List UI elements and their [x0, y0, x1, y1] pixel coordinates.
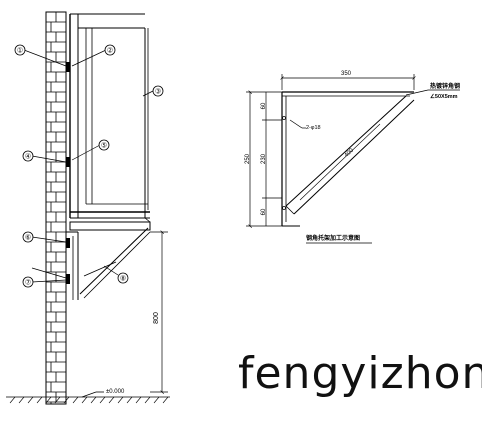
callout-labels: ① ② ③ ④ ⑤ ⑥ ⑦ ⑧ [17, 47, 161, 287]
callout-label: ⑧ [120, 275, 126, 283]
steel-size-label: ∠50X5mm [430, 93, 458, 100]
callout-markers [14, 44, 164, 288]
ground-hatch [9, 396, 169, 404]
callout-label: ⑦ [25, 279, 31, 287]
watermark-text: fengyizhon [238, 348, 482, 399]
callout-circle [22, 150, 34, 162]
height-dimension-label: 800 [153, 312, 160, 324]
width-dimension [282, 74, 414, 90]
callout-label: ⑥ [25, 234, 31, 242]
top-segment-label: 60 [261, 102, 267, 109]
total-height-label: 250 [245, 153, 251, 164]
steel-spec-leader [405, 89, 460, 96]
callout-circle [117, 272, 129, 284]
brick-wall [45, 11, 67, 405]
upper-frame [69, 13, 151, 231]
callout-circle [22, 231, 34, 243]
callout-label: ④ [25, 153, 31, 161]
diagonal-dimension-label: 400 [344, 147, 356, 159]
callout-circle [98, 139, 110, 151]
vertical-dimensions [246, 92, 282, 226]
bottom-segment-label: 60 [261, 208, 267, 215]
detail-caption: 钢角托架加工示意图 [306, 234, 360, 242]
callout-circle [22, 276, 34, 288]
callout-label: ⑤ [101, 142, 107, 150]
callout-circle [104, 44, 116, 56]
steel-material-label: 热镀锌角钢 [430, 82, 460, 90]
callout-label: ③ [155, 88, 161, 96]
height-dimension [150, 232, 168, 392]
ground-line [6, 391, 170, 398]
angle-steel-bracket [281, 91, 415, 227]
callout-label: ① [17, 47, 23, 55]
leader-lines [23, 49, 154, 283]
callout-label: ② [107, 47, 113, 55]
wall-anchors [66, 62, 70, 284]
bolt-spec-label: 2-φ18 [306, 125, 321, 131]
width-dimension-label: 350 [341, 71, 352, 77]
middle-segment-label: 230 [261, 153, 267, 164]
cantilever-bracket [66, 227, 151, 300]
bolt-holes [282, 116, 286, 210]
callout-circle [152, 85, 164, 97]
callout-circle [14, 44, 26, 56]
ground-level-label: ±0.000 [106, 389, 125, 395]
